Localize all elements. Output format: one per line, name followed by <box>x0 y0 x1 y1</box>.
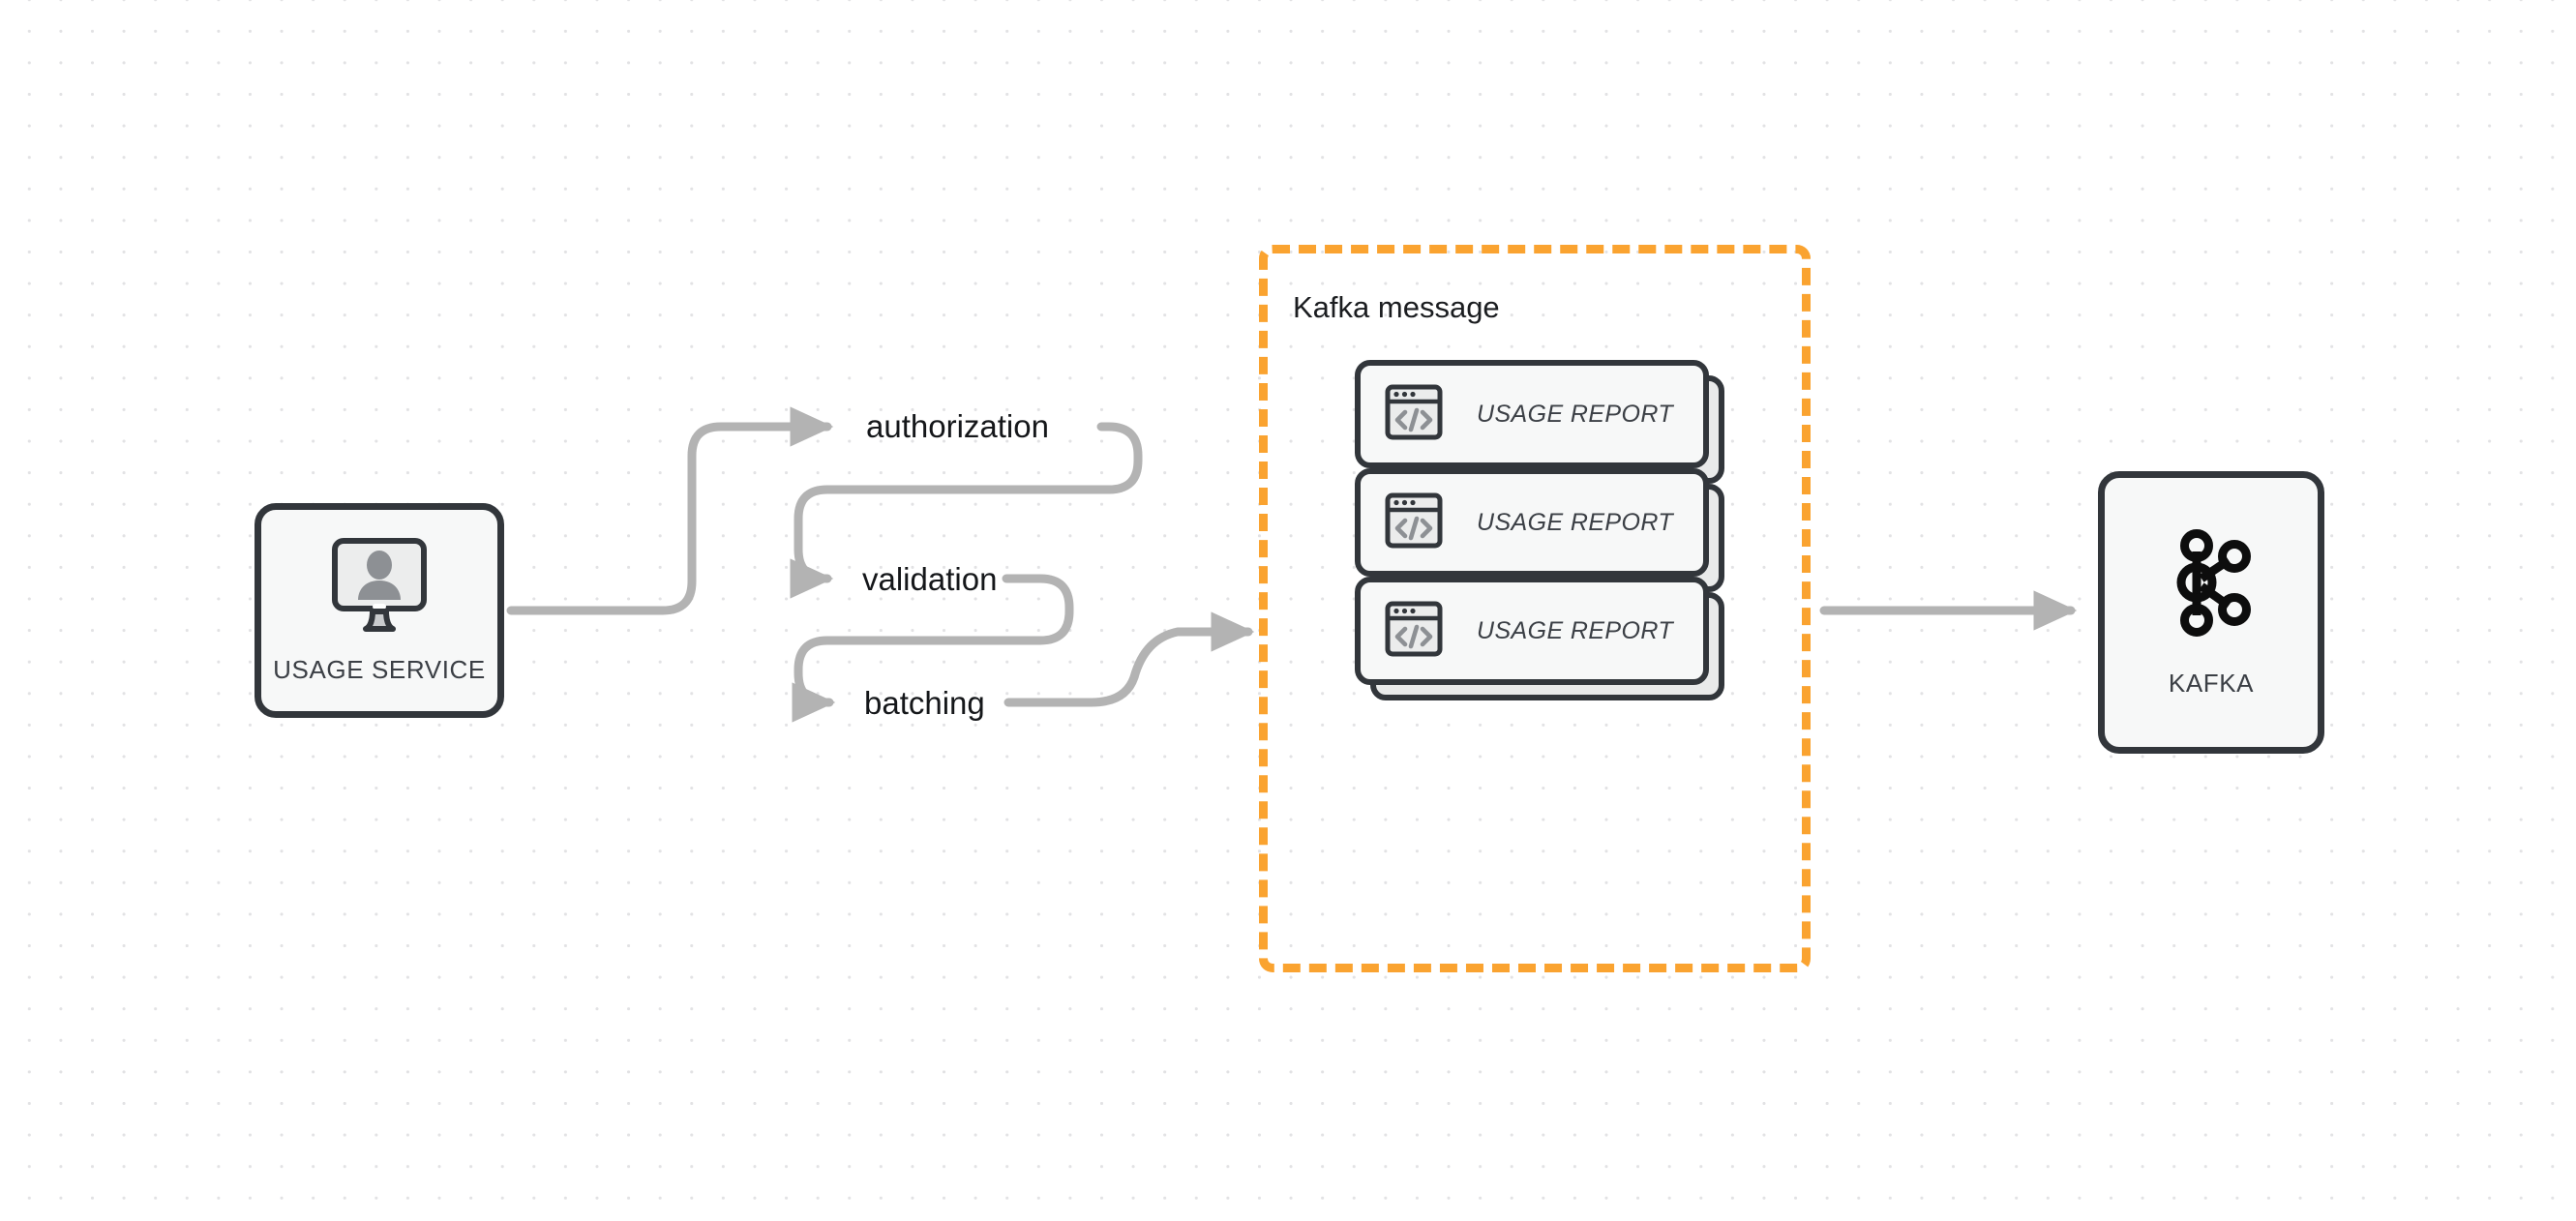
edge-authorization-to-validation <box>790 422 1143 599</box>
code-window-icon <box>1384 382 1444 447</box>
card-front[interactable]: USAGE REPORT <box>1355 360 1709 468</box>
step-label-batching[interactable]: batching <box>864 685 985 721</box>
kafka-logo-icon <box>2165 526 2258 643</box>
node-usage-service-label: USAGE SERVICE <box>273 655 486 684</box>
step-label-authorization[interactable]: authorization <box>866 408 1049 444</box>
usage-report-card-label: USAGE REPORT <box>1477 508 1673 536</box>
card-front[interactable]: USAGE REPORT <box>1355 468 1709 577</box>
code-window-icon <box>1384 491 1444 555</box>
edge-batching-to-kafka-message <box>1003 611 1255 707</box>
usage-report-card-label: USAGE REPORT <box>1477 616 1673 644</box>
edge-validation-to-batching <box>792 574 1074 723</box>
usage-report-card[interactable]: USAGE REPORT <box>1355 577 1724 700</box>
card-front[interactable]: USAGE REPORT <box>1355 577 1709 685</box>
code-window-icon <box>1384 599 1444 664</box>
group-kafka-message[interactable] <box>1259 245 1811 972</box>
group-kafka-message-title: Kafka message <box>1293 290 1500 324</box>
node-usage-service[interactable]: USAGE SERVICE <box>255 503 504 718</box>
node-kafka-label: KAFKA <box>2168 669 2255 698</box>
monitor-user-icon <box>327 536 432 638</box>
usage-report-card[interactable]: USAGE REPORT <box>1355 468 1724 592</box>
step-label-validation[interactable]: validation <box>862 561 998 597</box>
edge-usage-service-to-authorization <box>506 406 834 615</box>
usage-report-card-label: USAGE REPORT <box>1477 400 1673 428</box>
usage-report-card[interactable]: USAGE REPORT <box>1355 360 1724 484</box>
node-kafka[interactable]: KAFKA <box>2098 471 2324 754</box>
